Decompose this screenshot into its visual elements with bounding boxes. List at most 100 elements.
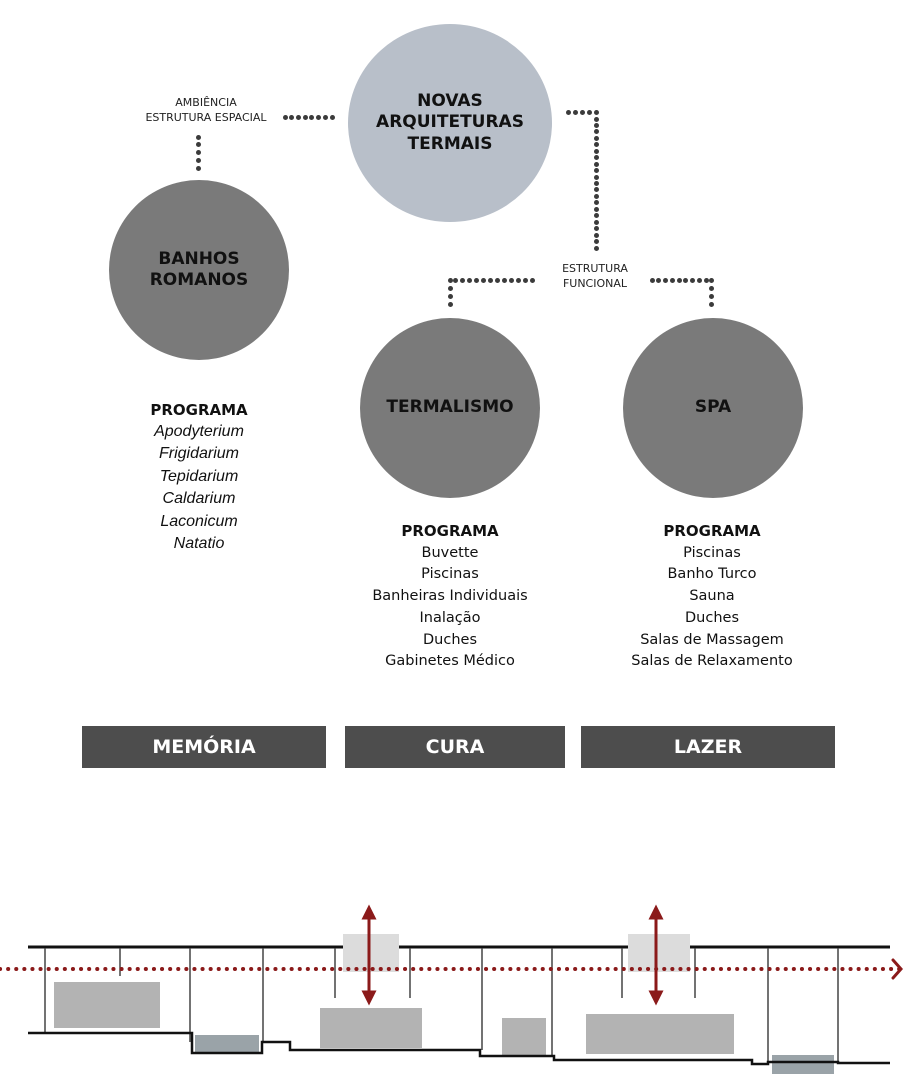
building-section-drawing <box>0 904 903 1074</box>
connector-estrutura-right-dot <box>656 277 662 283</box>
connector-estrutura-right-dot <box>703 277 709 283</box>
bar-memoria: MEMÓRIA <box>82 726 326 768</box>
connector-novas-down-dot <box>593 122 599 128</box>
program-item: Salas de Relaxamento <box>631 653 793 670</box>
connector-ambiencia-novas-dot <box>309 114 315 120</box>
program-item: Piscinas <box>683 544 741 561</box>
connector-estrutura-right-dot <box>663 277 668 283</box>
connector-novas-down-dot <box>593 161 599 167</box>
connector-estrutura-left-dot <box>494 277 500 283</box>
program-block <box>586 1014 734 1054</box>
connector-estrutura-left-dot <box>459 277 465 283</box>
program-item: Sauna <box>689 588 735 604</box>
connector-termalismo-drop-dot <box>447 285 453 291</box>
connector-estrutura-left-dot <box>466 277 472 283</box>
program-termalismo: PROGRAMA Buvette Piscinas Banheiras Indi… <box>340 520 560 673</box>
node-banhos-label: BANHOS ROMANOS <box>149 248 249 290</box>
connector-spa-drop-dot <box>708 277 714 283</box>
program-item: Tepidarium <box>159 467 239 485</box>
connector-novas-down-dot <box>593 181 599 186</box>
bar-cura: CURA <box>345 726 565 768</box>
connector-banhos-ambiencia-dot <box>195 165 201 171</box>
connector-novas-down-dot <box>593 174 599 180</box>
node-novas-label: NOVAS ARQUITETURAS TERMAIS <box>376 91 524 154</box>
connector-spa-drop-dot <box>708 293 714 299</box>
connector-estrutura-right-dot <box>676 277 682 283</box>
connector-estrutura-right-dot <box>696 277 702 283</box>
connector-banhos-ambiencia-dot <box>195 150 201 155</box>
connector-novas-down-dot <box>593 148 599 154</box>
program-block <box>320 1008 422 1048</box>
program-item: Natatio <box>173 534 225 552</box>
connector-novas-down-dot <box>593 168 599 174</box>
program-block <box>502 1018 546 1056</box>
bar-lazer: LAZER <box>581 726 835 768</box>
program-termalismo-heading: PROGRAMA <box>401 522 499 540</box>
node-novas-arquiteturas-termais: NOVAS ARQUITETURAS TERMAIS <box>348 24 552 222</box>
program-item: Salas de Massagem <box>640 631 784 648</box>
connector-estrutura-left-dot <box>529 277 535 283</box>
connector-estrutura-right-dot <box>683 277 689 283</box>
pool <box>772 1055 834 1074</box>
connector-spa-drop-dot <box>708 301 714 307</box>
connector-estrutura-left-dot <box>501 277 507 283</box>
connector-novas-right-dot <box>579 109 585 115</box>
program-item: Caldarium <box>162 490 236 508</box>
program-item: Laconicum <box>160 512 238 530</box>
connector-ambiencia-novas-dot <box>295 114 301 120</box>
connector-novas-right-dot <box>572 109 578 115</box>
program-item: Duches <box>423 631 477 648</box>
connector-termalismo-drop-dot <box>447 301 453 307</box>
connector-spa-drop-dot <box>708 285 714 291</box>
connector-novas-down-dot <box>593 187 599 193</box>
node-termalismo-label: TERMALISMO <box>386 397 514 418</box>
connector-banhos-ambiencia-dot <box>195 134 201 140</box>
connector-novas-down-dot <box>593 155 599 161</box>
program-banhos: PROGRAMA Apodyterium Frigidarium Tepidar… <box>99 400 299 555</box>
connector-estrutura-right-dot <box>649 277 655 283</box>
connector-novas-down-dot <box>593 206 599 212</box>
program-item: Inalação <box>419 609 481 626</box>
connector-ambiencia-novas-dot <box>282 114 288 120</box>
connector-novas-right-dot <box>565 109 571 115</box>
connector-novas-down-dot <box>593 213 599 219</box>
node-banhos-romanos: BANHOS ROMANOS <box>109 180 289 360</box>
connector-estrutura-left-dot <box>515 277 521 283</box>
connector-termalismo-drop-dot <box>447 277 453 283</box>
skylight-box <box>343 934 399 972</box>
connector-ambiencia-novas-dot <box>289 114 295 120</box>
connector-novas-down-dot <box>593 226 599 232</box>
connector-estrutura-right-dot <box>690 277 695 283</box>
connector-novas-down-dot <box>593 135 599 141</box>
connector-novas-down-dot <box>593 116 599 122</box>
node-spa-label: SPA <box>694 397 732 418</box>
end-chevron-icon <box>891 958 903 980</box>
program-banhos-heading: PROGRAMA <box>150 401 248 419</box>
program-item: Banheiras Individuais <box>372 588 528 604</box>
program-spa-heading: PROGRAMA <box>663 522 761 540</box>
connector-banhos-ambiencia-dot <box>195 142 201 148</box>
label-ambiencia-estrutura-espacial: AMBIÊNCIA ESTRUTURA ESPACIAL <box>145 96 267 124</box>
connector-novas-down-dot <box>593 245 599 251</box>
program-item: Frigidarium <box>158 445 239 463</box>
connector-estrutura-left-dot <box>487 277 493 283</box>
connector-banhos-ambiencia-dot <box>195 157 201 163</box>
node-spa: SPA <box>623 318 803 498</box>
program-spa: PROGRAMA Piscinas Banho Turco Sauna Duch… <box>602 520 822 673</box>
skylight-box <box>628 934 690 972</box>
section-ground-line <box>28 1031 890 1066</box>
program-item: Duches <box>685 609 739 626</box>
connector-novas-down-dot <box>593 142 599 148</box>
program-block <box>54 982 160 1028</box>
connector-novas-down-dot <box>593 219 599 225</box>
program-item: Apodyterium <box>154 423 244 440</box>
pool <box>195 1035 259 1053</box>
program-item: Buvette <box>421 544 479 561</box>
label-estrutura-funcional: ESTRUTURA FUNCIONAL <box>562 262 628 290</box>
program-item: Piscinas <box>421 566 479 583</box>
connector-estrutura-left-dot <box>473 277 479 283</box>
connector-ambiencia-novas-dot <box>302 114 308 120</box>
connector-novas-down-dot <box>593 232 599 238</box>
connector-novas-down-dot <box>593 239 599 245</box>
connector-novas-down-dot <box>593 193 599 199</box>
